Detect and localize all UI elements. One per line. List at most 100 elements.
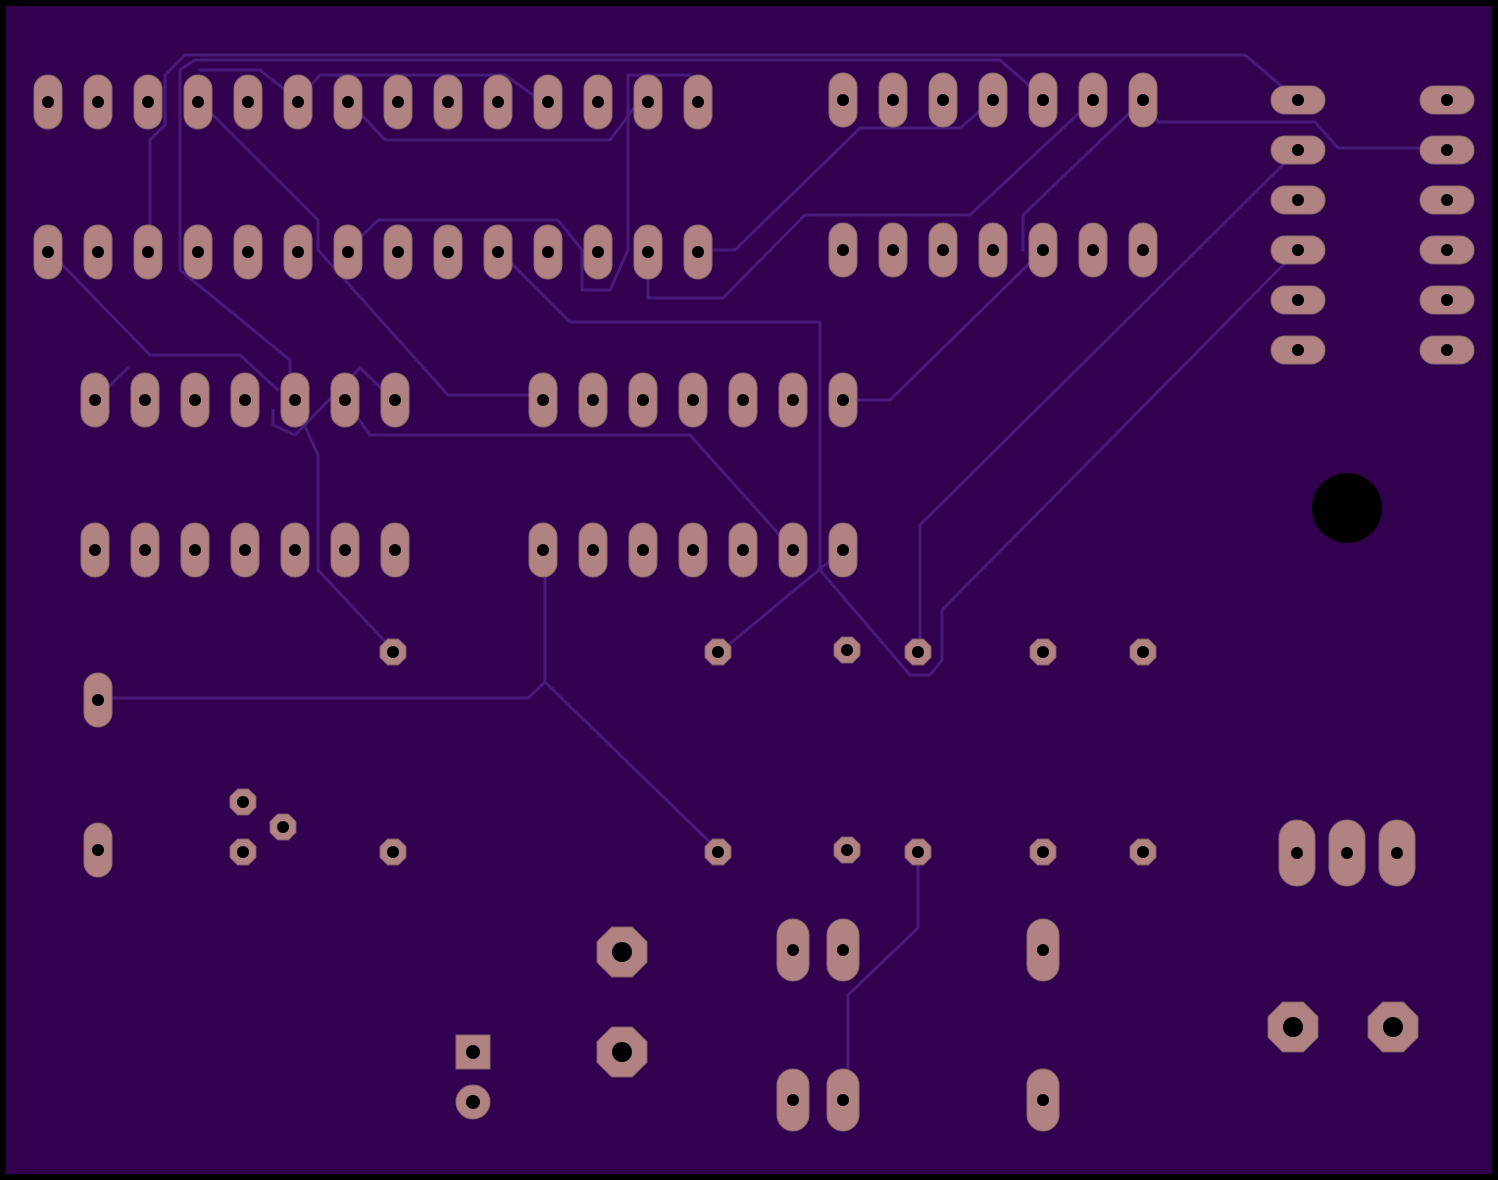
drill-hole bbox=[537, 544, 549, 556]
drill-hole bbox=[837, 394, 849, 406]
pad bbox=[1278, 819, 1316, 887]
pad bbox=[1419, 285, 1475, 315]
drill-hole bbox=[189, 544, 201, 556]
drill-hole bbox=[987, 244, 999, 256]
pad bbox=[433, 224, 463, 280]
pad bbox=[678, 522, 708, 578]
drill-hole bbox=[937, 244, 949, 256]
drill-hole bbox=[1383, 1017, 1403, 1037]
pad bbox=[528, 522, 558, 578]
pad bbox=[828, 522, 858, 578]
drill-hole bbox=[237, 846, 249, 858]
drill-hole bbox=[937, 94, 949, 106]
pad bbox=[928, 72, 958, 128]
pad bbox=[183, 74, 213, 130]
drill-hole bbox=[192, 246, 204, 258]
drill-hole bbox=[89, 544, 101, 556]
drill-hole bbox=[239, 544, 251, 556]
drill-hole bbox=[592, 246, 604, 258]
pad bbox=[333, 224, 363, 280]
drill-hole bbox=[1441, 94, 1453, 106]
pad bbox=[728, 372, 758, 428]
drill-hole bbox=[1137, 244, 1149, 256]
drill-hole bbox=[1441, 344, 1453, 356]
pad bbox=[583, 224, 613, 280]
drill-hole bbox=[1037, 1094, 1049, 1106]
drill-hole bbox=[289, 544, 301, 556]
via bbox=[1129, 838, 1157, 866]
trace bbox=[196, 98, 545, 397]
pad bbox=[83, 224, 113, 280]
pad bbox=[633, 224, 663, 280]
drill-hole bbox=[1291, 847, 1303, 859]
pad bbox=[628, 522, 658, 578]
drill-hole bbox=[189, 394, 201, 406]
drill-hole bbox=[837, 244, 849, 256]
pad bbox=[528, 372, 558, 428]
drill-hole bbox=[587, 544, 599, 556]
drill-hole bbox=[1292, 144, 1304, 156]
pad bbox=[183, 224, 213, 280]
pad bbox=[828, 222, 858, 278]
trace bbox=[96, 548, 547, 700]
pad bbox=[578, 522, 608, 578]
drill-hole bbox=[42, 96, 54, 108]
pad bbox=[80, 522, 110, 578]
component-pads bbox=[33, 72, 1475, 1132]
pad bbox=[533, 74, 563, 130]
trace bbox=[496, 248, 1300, 677]
drill-hole bbox=[987, 94, 999, 106]
drill-hole bbox=[637, 544, 649, 556]
pad bbox=[1328, 819, 1366, 887]
via bbox=[596, 926, 648, 978]
drill-hole bbox=[92, 694, 104, 706]
pad bbox=[678, 372, 708, 428]
drill-hole bbox=[687, 394, 699, 406]
pad bbox=[1026, 1068, 1060, 1132]
pad bbox=[80, 372, 110, 428]
pad bbox=[283, 74, 313, 130]
trace bbox=[846, 850, 920, 1102]
drill-hole bbox=[841, 644, 853, 656]
drill-hole bbox=[1441, 194, 1453, 206]
pad bbox=[380, 372, 410, 428]
drill-hole bbox=[642, 246, 654, 258]
pad bbox=[878, 222, 908, 278]
pad bbox=[383, 74, 413, 130]
pad bbox=[1419, 85, 1475, 115]
pad bbox=[1419, 185, 1475, 215]
drill-hole bbox=[687, 544, 699, 556]
pad bbox=[1028, 72, 1058, 128]
drill-hole bbox=[787, 944, 799, 956]
via bbox=[1367, 1001, 1419, 1053]
trace bbox=[841, 248, 1045, 402]
drill-hole bbox=[642, 96, 654, 108]
drill-hole bbox=[712, 846, 724, 858]
via bbox=[1029, 838, 1057, 866]
pad bbox=[628, 372, 658, 428]
drill-hole bbox=[837, 1094, 849, 1106]
via bbox=[904, 838, 932, 866]
trace bbox=[346, 218, 630, 292]
pad bbox=[383, 224, 413, 280]
drill-hole bbox=[542, 96, 554, 108]
drill-hole bbox=[192, 96, 204, 108]
drill-hole bbox=[142, 96, 154, 108]
drill-hole bbox=[389, 544, 401, 556]
drill-hole bbox=[237, 796, 249, 808]
pad bbox=[878, 72, 908, 128]
drill-hole bbox=[387, 646, 399, 658]
pad bbox=[533, 224, 563, 280]
trace bbox=[543, 680, 722, 854]
drill-hole bbox=[692, 246, 704, 258]
pad bbox=[776, 918, 810, 982]
drill-hole bbox=[139, 544, 151, 556]
pad bbox=[1378, 819, 1416, 887]
pad bbox=[776, 1068, 810, 1132]
drill-hole bbox=[242, 96, 254, 108]
pad bbox=[683, 224, 713, 280]
drill-hole bbox=[339, 394, 351, 406]
drill-hole bbox=[389, 394, 401, 406]
